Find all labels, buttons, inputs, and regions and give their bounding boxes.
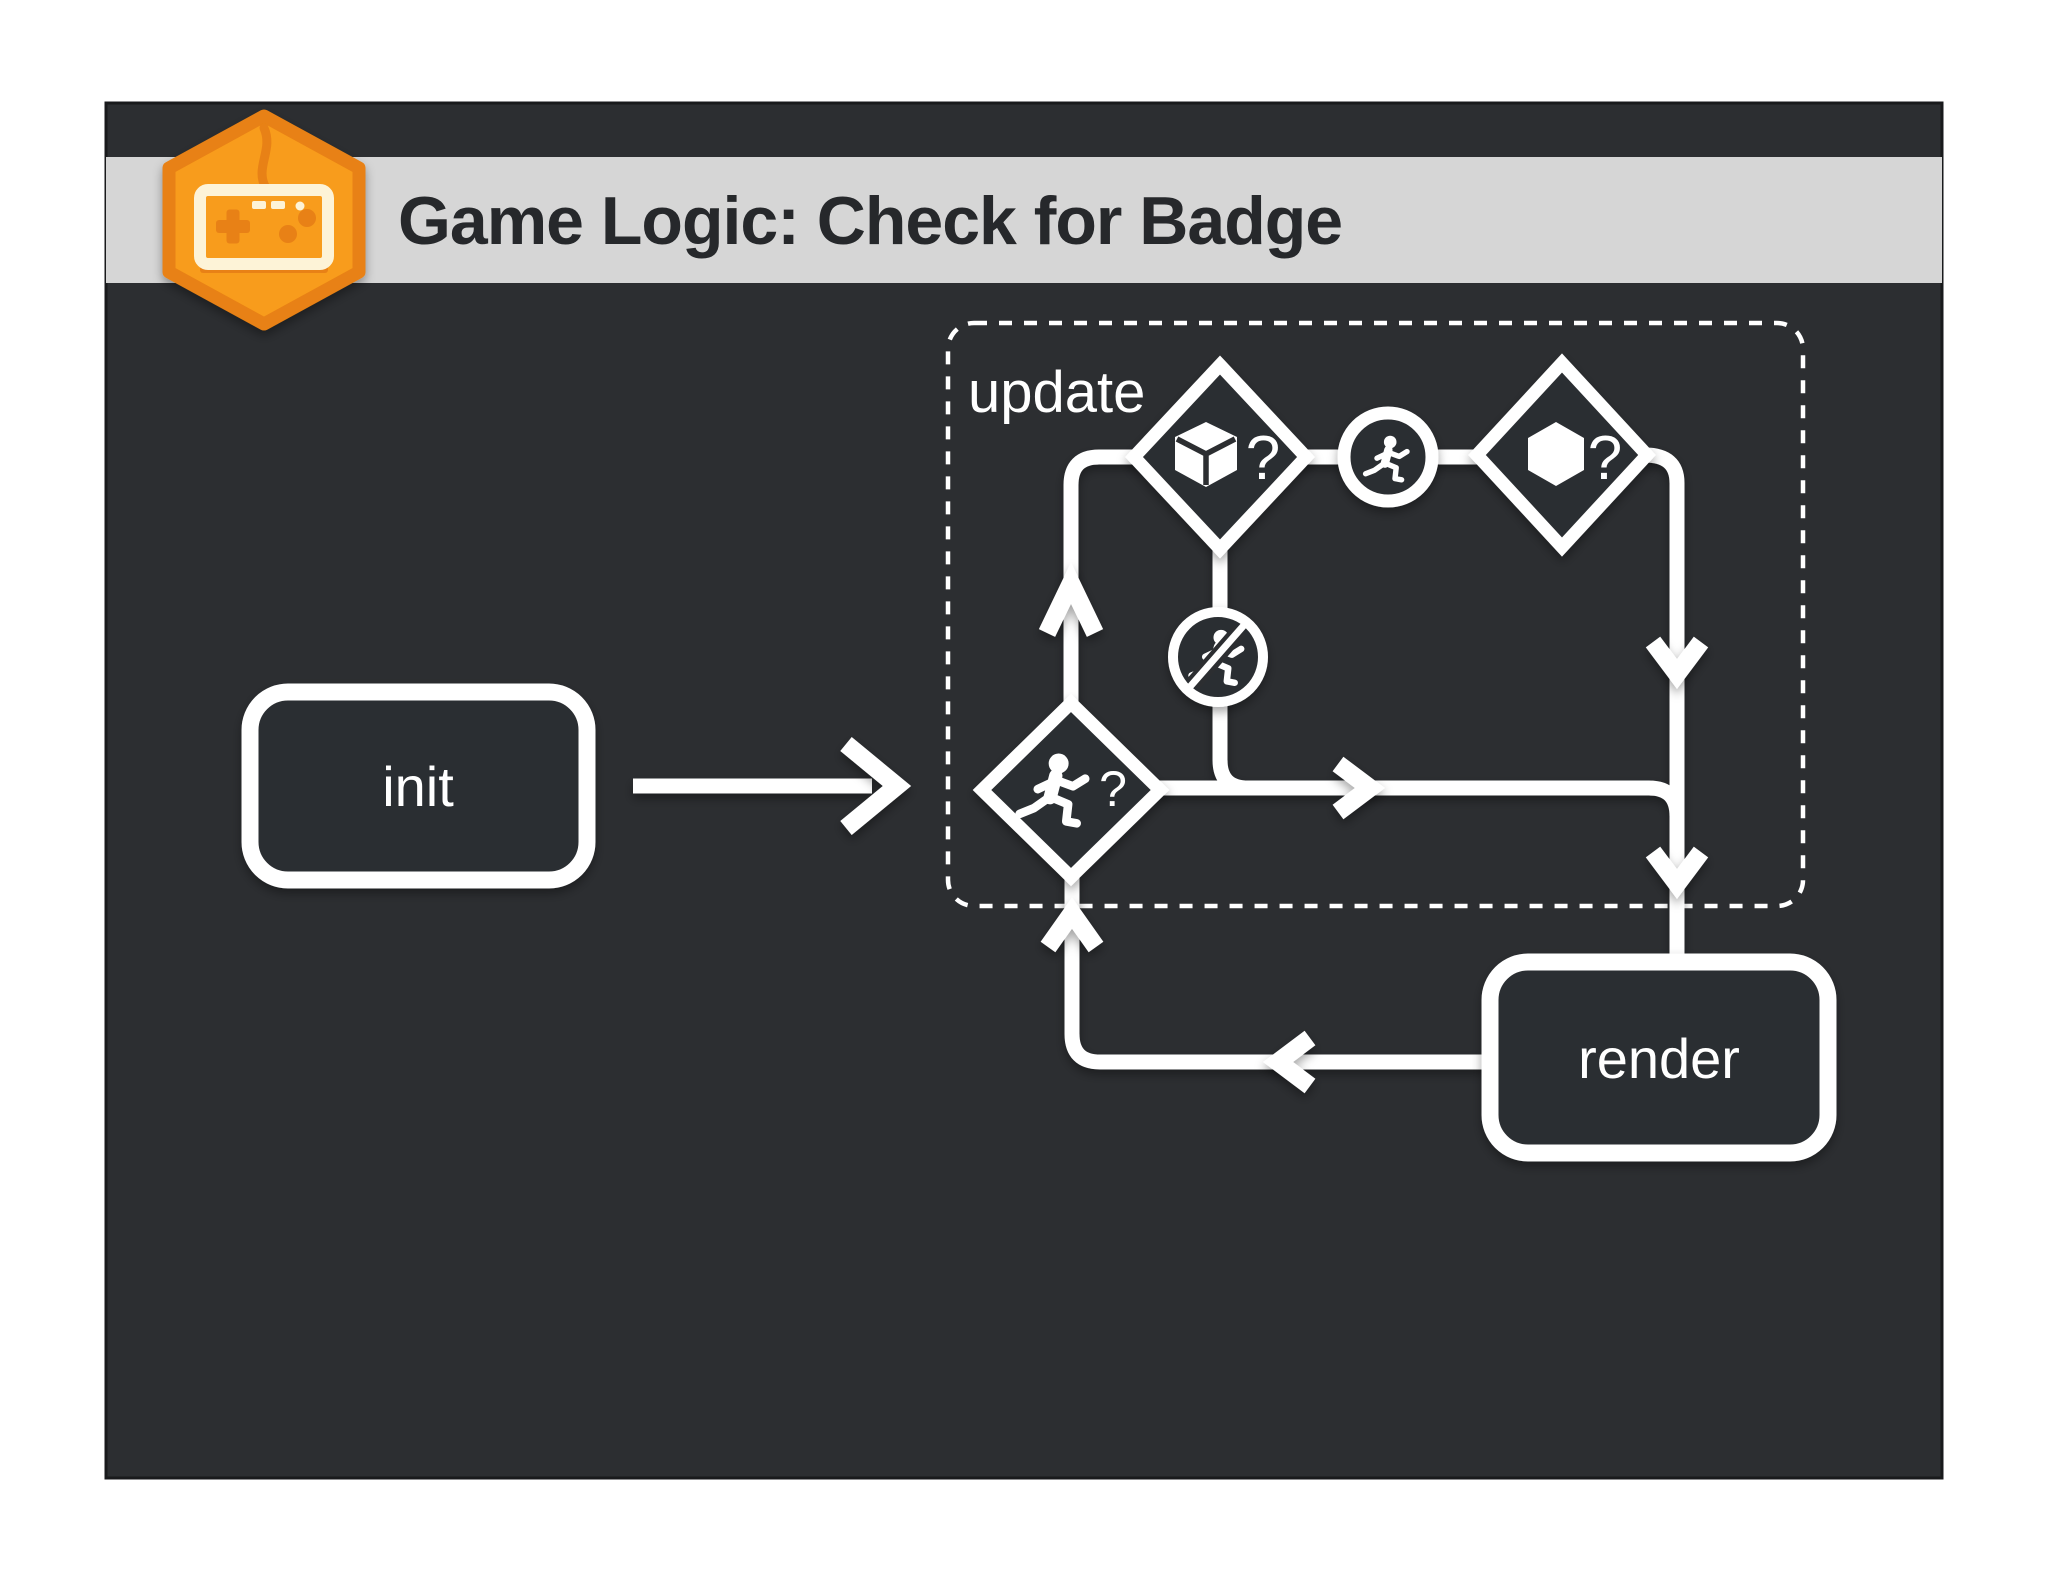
no-slash (1184, 620, 1249, 693)
arrow-left-render-loop (1263, 1030, 1316, 1094)
gamepad-button-b (298, 209, 316, 227)
edge-render-loop-to-runcheck (1064, 877, 1490, 1070)
edge-runcheck-right-to-render (1158, 780, 1685, 817)
init-node (241, 683, 596, 889)
arrow-down-after-badgecheck (1645, 636, 1709, 689)
render-node (1481, 953, 1837, 1162)
gamepad-hexagon-badge-icon (162, 109, 366, 331)
node-icons: ? ? ? (1020, 422, 1622, 823)
hexagon-badge-icon (1528, 422, 1584, 486)
init-node-label: init (382, 755, 454, 818)
arrow-up-into-runcheck (1040, 897, 1104, 953)
edge-runcheck-up-to-itemcheck (1063, 449, 1136, 703)
gamepad-body (194, 184, 334, 270)
gamepad-dash-left (252, 201, 266, 209)
running-check-question: ? (1099, 761, 1127, 817)
update-group-label: update (968, 360, 1145, 425)
update-group-border (945, 320, 1806, 909)
arrow-right-to-render-column (1332, 756, 1385, 820)
arrow-right-init (840, 737, 912, 835)
gamepad-dpad-vertical (226, 209, 240, 244)
gamepad-button-a (279, 225, 297, 243)
arrow-down-to-render (1645, 846, 1709, 899)
cube-icon (1175, 422, 1237, 487)
gamepad-cord (257, 123, 272, 193)
badge-check-question: ? (1588, 424, 1622, 493)
header-bar (106, 157, 1942, 283)
gamepad-dash-right (271, 201, 285, 209)
item-check-question: ? (1246, 424, 1280, 493)
page-title: Game Logic: Check for Badge (398, 183, 1342, 259)
arrow-up-left-column (1038, 562, 1104, 637)
flow-arrowheads (840, 562, 1709, 1094)
render-node-label: render (1578, 1027, 1740, 1090)
gamepad-dot (295, 201, 305, 211)
